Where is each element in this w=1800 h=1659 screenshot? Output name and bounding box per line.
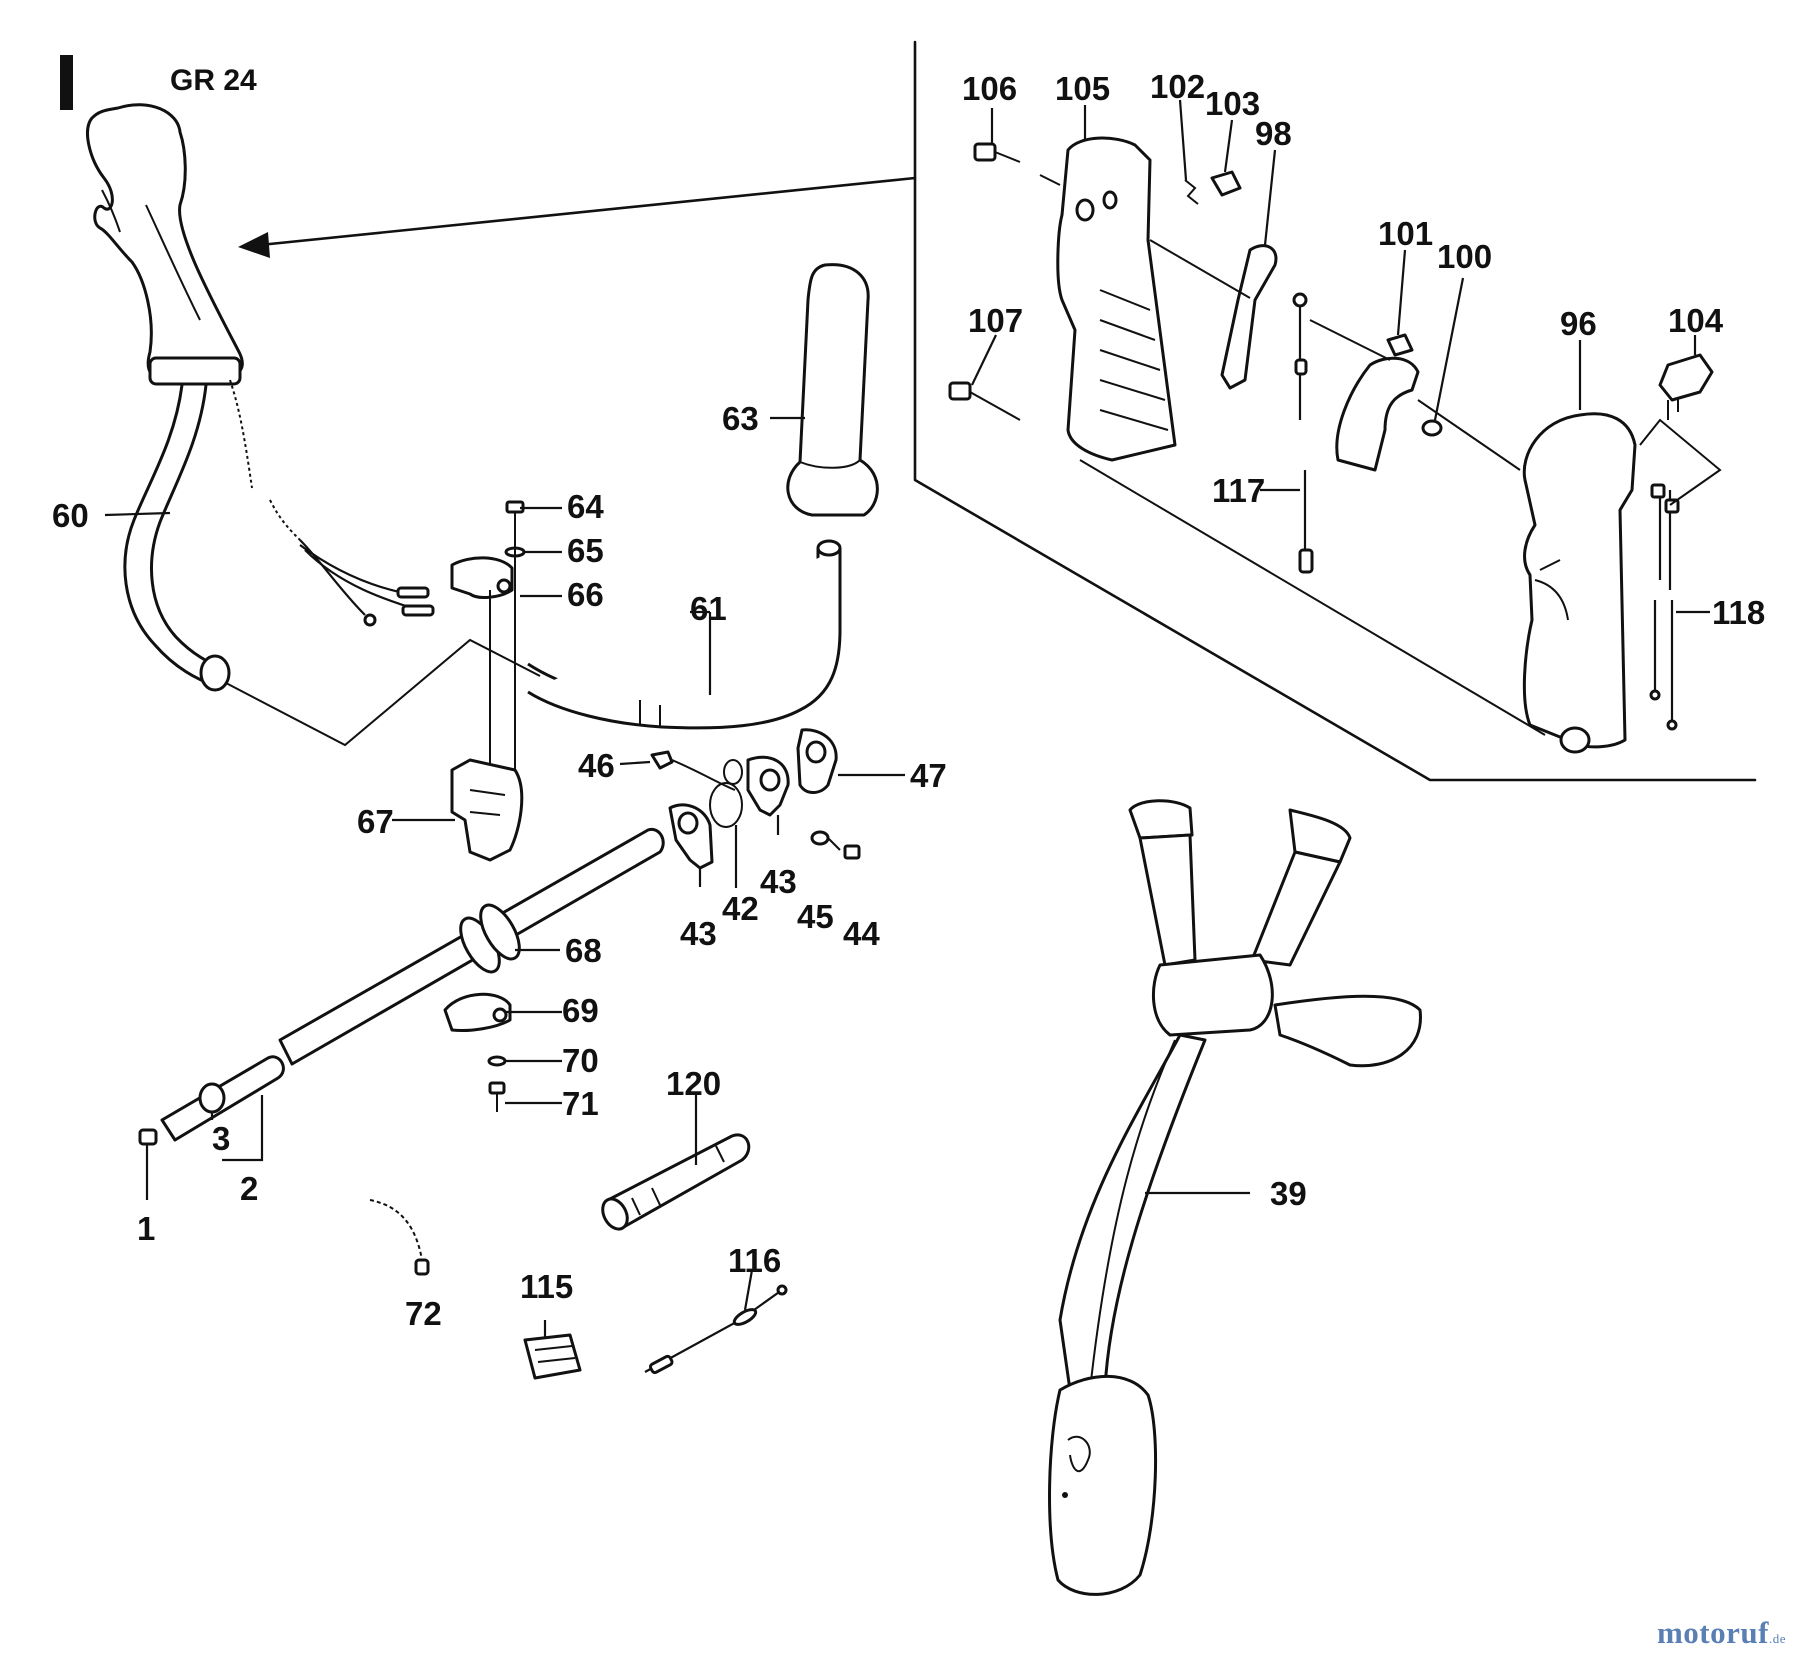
callout-69: 69 [562, 992, 599, 1029]
callout-100: 100 [1437, 238, 1492, 275]
callout-1: 1 [137, 1210, 155, 1247]
shaft-tube-68 [138, 827, 665, 1146]
callout-43-left: 43 [680, 915, 717, 952]
callout-67: 67 [357, 803, 394, 840]
wire-118 [1649, 483, 1680, 731]
spring-102 [1184, 179, 1199, 205]
clamp-43-left [668, 803, 714, 870]
handle-96 [1522, 412, 1637, 754]
pointer-arrowhead [238, 232, 270, 258]
cable-117 [1292, 292, 1314, 574]
watermark-tld: .de [1768, 1631, 1786, 1646]
section-marker [60, 55, 73, 110]
callout-71: 71 [562, 1085, 599, 1122]
tube-120 [601, 1133, 751, 1231]
callout-115: 115 [520, 1268, 573, 1305]
callout-labels: 60 61 63 64 65 66 67 46 47 43 42 43 45 4… [52, 68, 1765, 1332]
callout-43-right: 43 [760, 863, 797, 900]
wire-72 [369, 1199, 430, 1276]
nut-45 [810, 830, 830, 846]
watermark-brand: motoruf [1656, 1615, 1769, 1650]
clamp-66 [450, 556, 514, 599]
callout-63: 63 [722, 400, 759, 437]
callout-120: 120 [666, 1065, 721, 1102]
washer-70 [487, 1055, 507, 1067]
callout-68: 68 [565, 932, 602, 969]
detail-inset-frame [238, 40, 1757, 782]
clip-46 [650, 750, 736, 791]
screw-106 [973, 142, 1021, 163]
rear-handle-60 [86, 103, 435, 692]
callout-66: 66 [567, 576, 604, 613]
handlebar-61 [527, 539, 842, 730]
callout-42: 42 [722, 890, 759, 927]
ring-42 [709, 759, 743, 828]
screw-71 [488, 1081, 506, 1112]
trigger-98 [1149, 239, 1278, 390]
callout-47: 47 [910, 757, 947, 794]
callout-70: 70 [562, 1042, 599, 1079]
callout-46: 46 [578, 747, 615, 784]
harness-39 [1048, 799, 1422, 1596]
screw-107 [948, 381, 1021, 421]
cable-116 [644, 1284, 788, 1375]
callout-44: 44 [843, 915, 880, 952]
callout-105: 105 [1055, 70, 1110, 107]
callout-61: 61 [690, 590, 727, 627]
callout-3: 3 [212, 1120, 230, 1157]
callout-64: 64 [567, 488, 604, 525]
handle-base-collar [148, 356, 242, 386]
callout-65: 65 [567, 532, 604, 569]
callout-102: 102 [1150, 68, 1205, 105]
callout-45: 45 [797, 898, 834, 935]
callout-2: 2 [240, 1170, 258, 1207]
callout-103: 103 [1205, 85, 1260, 122]
callout-116: 116 [728, 1242, 781, 1279]
callout-118: 118 [1712, 594, 1765, 631]
callout-96: 96 [1560, 305, 1597, 342]
callout-leaders [104, 99, 1710, 1338]
callout-72: 72 [405, 1295, 442, 1332]
watermark: motoruf.de [1657, 1615, 1786, 1651]
callout-98: 98 [1255, 115, 1292, 152]
handle-shell-105 [1056, 136, 1177, 462]
model-label: GR 24 [170, 64, 257, 97]
screw-64 [505, 500, 525, 532]
callout-107: 107 [968, 302, 1023, 339]
lever-101 [1335, 333, 1420, 472]
callout-60: 60 [52, 497, 89, 534]
connector-115 [523, 1333, 582, 1380]
clamp-base-67 [450, 758, 524, 862]
bushing-100 [1421, 419, 1443, 437]
grip-63 [786, 263, 879, 517]
callout-39: 39 [1270, 1175, 1307, 1212]
callout-104: 104 [1668, 302, 1724, 339]
plate-47 [796, 728, 838, 794]
clamp-43-right [746, 755, 790, 817]
assembly-line-60-61 [225, 638, 541, 747]
callout-101: 101 [1378, 215, 1433, 252]
switch-104 [1658, 353, 1714, 420]
callout-117: 117 [1212, 472, 1265, 509]
clamp-69 [443, 992, 512, 1032]
clip-103 [1210, 170, 1242, 197]
callout-106: 106 [962, 70, 1017, 107]
screw-44 [827, 837, 861, 860]
